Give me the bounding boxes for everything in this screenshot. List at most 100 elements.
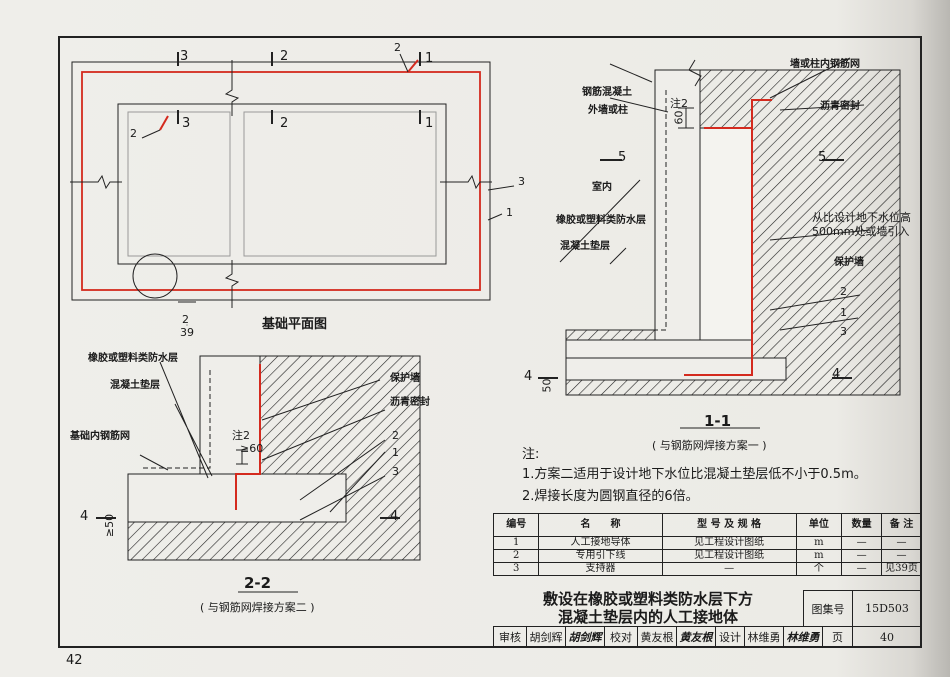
rebar-net-1 [580,90,667,331]
label-dim-60-2: ≥60 [240,442,264,455]
dim-60-1 [678,107,694,129]
col-name: 名 称 [538,513,663,537]
label-rebar-net-1: 墙或柱内钢筋网 [790,59,860,70]
plan-ref-top: 2 [182,313,189,326]
section-1-1 [538,57,901,429]
checker-name: 黄友根 [637,626,677,648]
atlas-label: 图集号 [803,590,853,627]
ground-conductor-2 [235,364,261,510]
label-concrete-cushion-2: 混凝土垫层 [110,380,160,391]
plan-ground-conductor [81,71,481,291]
label-num-3-2: 3 [392,465,399,478]
plan-section-mark-lines [177,52,421,124]
label-num-2-2: 2 [392,429,399,442]
sheet-title-line2: 混凝土垫层内的人工接地体 [557,608,738,626]
plan-leaders-right [487,185,515,221]
label-lead-out-line1: 从比设计地下水位高 [812,211,911,224]
label-num-1-2: 1 [392,446,399,459]
section-4-right-2: 4 [390,509,399,524]
plan-section-3-top: 3 [180,49,189,64]
notes-heading: 注: [522,447,540,462]
designer-name: 林维勇 [744,626,784,648]
label-dim-50-1: 50 [540,378,554,393]
cell: 专用引下线 [538,549,663,563]
plan-break-right [440,174,492,190]
atlas-number: 15D503 [852,590,922,627]
table-header-row: 编号 名 称 型 号 及 规 格 单位 数量 备 注 [492,513,922,537]
ground-conductor-1 [684,127,753,376]
section-1-title: 1-1 [704,412,732,430]
plan-section-2-top: 2 [280,49,289,64]
lead-out-1 [751,99,772,128]
table-row: 2 专用引下线 见工程设计图纸 m — — [492,549,922,563]
leaders-1 [609,57,871,331]
label-concrete-cushion-1: 混凝土垫层 [560,241,610,252]
leaders-2a [139,361,213,479]
section-4-left-1: 4 [524,369,533,384]
plan-section-3-bottom: 3 [182,116,191,131]
section-4-right-1: 4 [832,367,841,382]
label-rebar-concrete: 钢筋混凝土 [582,87,632,98]
section-2-title: 2-2 [244,574,272,592]
label-protective-wall-2: 保护墙 [390,373,420,384]
label-note2-2: 注2 [232,429,250,442]
label-waterproof-1: 橡胶或塑料类防水层 [556,215,646,226]
plan-room-left [127,111,231,257]
note-2: 2.焊接长度为圆钢直径的6倍。 [522,489,699,504]
col-qty: 数量 [841,513,883,537]
plan-leader-1: 1 [506,206,513,219]
wall-2 [199,355,261,475]
reviewer-name: 胡剑辉 [526,626,566,648]
col-remark: 备 注 [881,513,922,537]
table-row: 3 支持器 — 个 — 见39页 [492,562,922,576]
cell: — [661,562,797,576]
cell: 2 [492,549,540,563]
break-symbol-1 [688,59,702,87]
plan-ref-bottom: 39 [180,326,194,339]
plan-section-1-bottom: 1 [425,116,434,131]
review-label: 审核 [493,626,527,648]
plan-leader-2-left: 2 [130,127,137,140]
label-dim-60-1: 60 [672,110,686,125]
checker-signature: 黄友根 [676,626,716,648]
cell: 1 [492,536,540,550]
cell: — [881,549,922,563]
section-5-right: 5 [818,150,827,165]
label-waterproof-2: 橡胶或塑料类防水层 [88,353,178,364]
cell: — [841,549,883,563]
label-lead-out-line2: 500mm处或墙引入 [812,225,910,238]
plan-leader-2-top: 2 [394,41,401,54]
soil-mass-2 [127,355,421,561]
label-outer-wall: 外墙或柱 [588,105,628,116]
label-asphalt-seal-2: 沥青密封 [390,397,430,408]
col-no: 编号 [492,513,540,537]
rebar-concrete-wall [654,69,701,341]
note-1: 1.方案二适用于设计地下水位比混凝土垫层低不小于0.5m。 [522,467,867,482]
floor-slab-1 [565,339,753,359]
cell: — [841,562,883,576]
check-label: 校对 [604,626,638,648]
cell: 支持器 [538,562,663,576]
outer-wall-1 [699,127,753,341]
col-spec: 型 号 及 规 格 [661,513,797,537]
drawing-frame [58,36,922,648]
plan-break-left [70,174,122,190]
designer-signature: 林维勇 [783,626,823,648]
plan-detail-circle [132,253,178,299]
cell: 3 [492,562,540,576]
cell: — [841,536,883,550]
dim-60-2 [236,449,248,465]
label-num-1-1: 1 [840,306,847,319]
plan-break-top [224,60,240,116]
cell: 人工接地导体 [538,536,663,550]
plan-leaders [141,53,409,139]
page-number-box: 40 [852,626,922,648]
table-row: 1 人工接地导体 见工程设计图纸 m — — [492,536,922,550]
leaders-1b [559,179,641,265]
parts-table: 编号 名 称 型 号 及 规 格 单位 数量 备 注 1 人工接地导体 见工程设… [492,513,922,576]
label-base-net: 基础内钢筋网 [70,431,130,442]
label-num-3-1: 3 [840,325,847,338]
leaders-2b [261,379,386,521]
plan-inner-outline [117,103,447,265]
